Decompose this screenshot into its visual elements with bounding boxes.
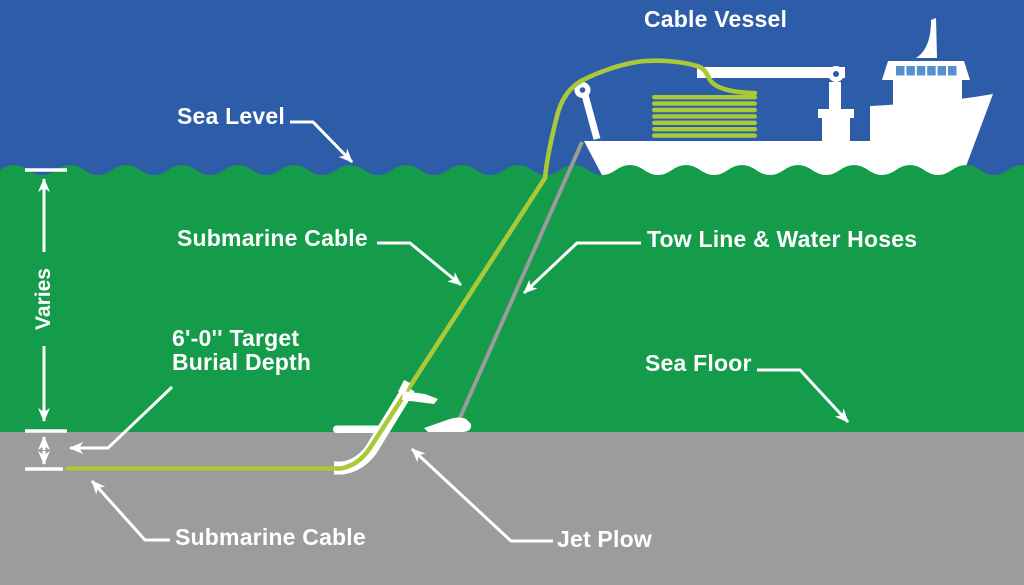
tow-line [457, 141, 584, 421]
sea-floor-leader [757, 368, 850, 424]
ship-hull [584, 94, 993, 177]
bow-sheave-strut [581, 94, 601, 140]
jet-plow-left-skid [333, 425, 387, 433]
crane-base-plate [818, 109, 854, 118]
varies-label: Varies [32, 268, 55, 330]
target-burial-depth-line1: 6'-0'' Target [172, 325, 300, 351]
jet-plow-leader [410, 447, 553, 543]
sea-level-label: Sea Level [177, 103, 285, 129]
ship-bridge [882, 61, 970, 80]
submarine-cable-lower-leader [90, 479, 170, 542]
crane-post [829, 82, 841, 110]
bow-sheave-hub [579, 87, 586, 93]
sea-floor-sediment [0, 432, 1024, 585]
ship-mast-fin [916, 18, 937, 58]
burial-depth-leader [69, 385, 174, 454]
sea-floor-label: Sea Floor [645, 350, 752, 376]
submarine-cable-lower-label: Submarine Cable [175, 524, 366, 550]
jet-plow-right-skid [424, 417, 472, 432]
bridge-windows [896, 66, 957, 76]
crane-pivot-hub [833, 71, 839, 77]
jet-plow-nozzle-horn [402, 391, 438, 404]
varies-dimension [25, 168, 67, 471]
jet-plow-label: Jet Plow [557, 526, 652, 552]
submarine-cable-upper-label: Submarine Cable [177, 225, 368, 251]
cable-vessel-label: Cable Vessel [644, 6, 788, 32]
cable-coil-stack [652, 95, 757, 138]
jet-plow-nozzle-tip [398, 380, 410, 393]
sea-level-leader [290, 120, 354, 164]
tow-line-leader [522, 241, 641, 295]
tow-line-water-hoses-label: Tow Line & Water Hoses [647, 226, 918, 252]
ship-superstructure [893, 80, 962, 107]
target-burial-depth-line2: Burial Depth [172, 349, 312, 375]
crane-base-block [822, 118, 850, 141]
cable-vessel-ship [574, 18, 993, 177]
crane-boom [697, 67, 845, 78]
submarine-cable-line [65, 58, 758, 471]
target-burial-depth-label: 6'-0'' Target Burial Depth [172, 326, 311, 374]
submarine-cable-upper-leader [377, 241, 462, 287]
